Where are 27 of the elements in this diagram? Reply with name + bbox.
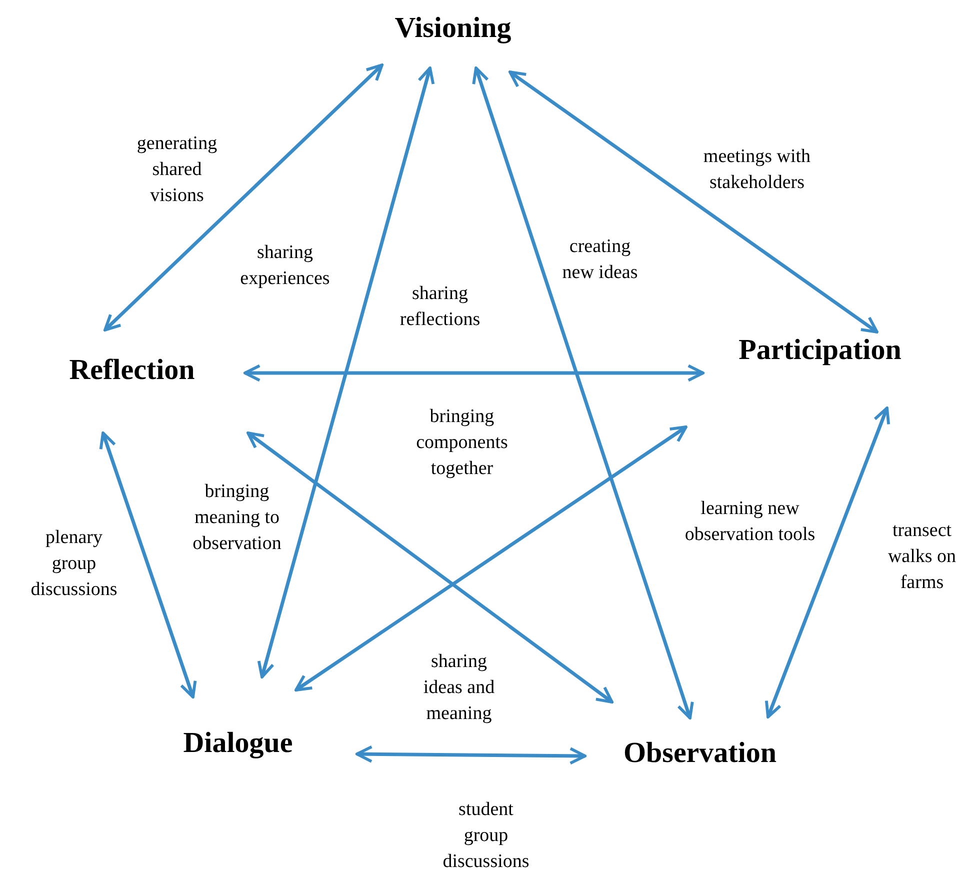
double-arrow — [244, 364, 704, 382]
edge-label: student group discussions — [442, 798, 530, 872]
double-arrow — [472, 66, 694, 720]
double-arrow — [356, 745, 586, 765]
annotation-text: bringing components together — [415, 405, 509, 481]
annotation-text: sharing ideas and meaning — [422, 650, 496, 726]
edge-label: creating new ideas — [561, 235, 639, 285]
concept-label: Dialogue — [179, 724, 297, 762]
annotation-text: learning new observation tools — [684, 497, 816, 547]
double-arrow — [99, 432, 197, 698]
edge-label: sharing reflections — [398, 282, 482, 332]
edge-label: meetings with stakeholders — [702, 145, 812, 195]
edge-label: sharing experiences — [239, 241, 331, 291]
double-arrow — [508, 70, 878, 334]
double-arrow — [257, 66, 435, 678]
double-arrow — [764, 406, 890, 718]
double-arrow — [246, 432, 614, 704]
edge-label: plenary group discussions — [30, 526, 118, 602]
edge-label: transect walks on farms — [886, 519, 958, 595]
double-arrow — [294, 426, 688, 692]
double-arrow — [104, 64, 384, 332]
concept-label: Participation — [734, 332, 906, 368]
concept-label: Visioning — [390, 10, 516, 46]
concept-label: Reflection — [65, 352, 199, 388]
edge-label: generating shared visions — [136, 132, 218, 208]
concept-label: Observation — [619, 734, 781, 772]
annotation-text: bringing meaning to observation — [192, 480, 282, 556]
